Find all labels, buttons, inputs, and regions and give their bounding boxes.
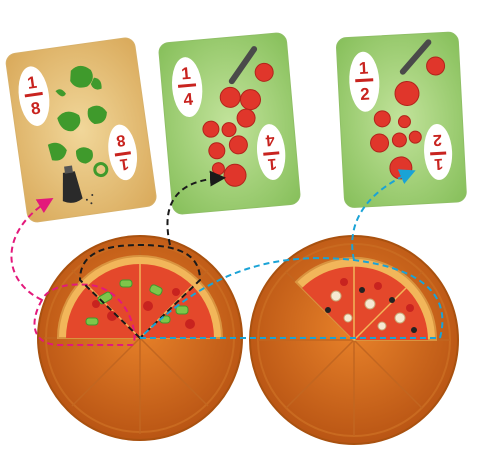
corner-fraction-bottom: 4 <box>265 131 275 149</box>
card-fraction-denominator: 2 <box>360 84 370 103</box>
corner-fraction-bottom: 2 <box>432 131 442 148</box>
pepper-card[interactable]: 1 8 1 8 <box>5 37 157 223</box>
corner-fraction-top: 1 <box>267 155 277 173</box>
card-fraction-numerator: 1 <box>180 64 191 84</box>
tomato-quarter-card[interactable]: 1 4 1 4 <box>158 32 301 215</box>
corner-fraction-top: 1 <box>434 155 444 172</box>
card-fraction-numerator: 1 <box>358 59 368 78</box>
right-tray[interactable] <box>250 236 458 444</box>
tomato-half-card[interactable]: 1 2 1 2 <box>336 32 467 208</box>
